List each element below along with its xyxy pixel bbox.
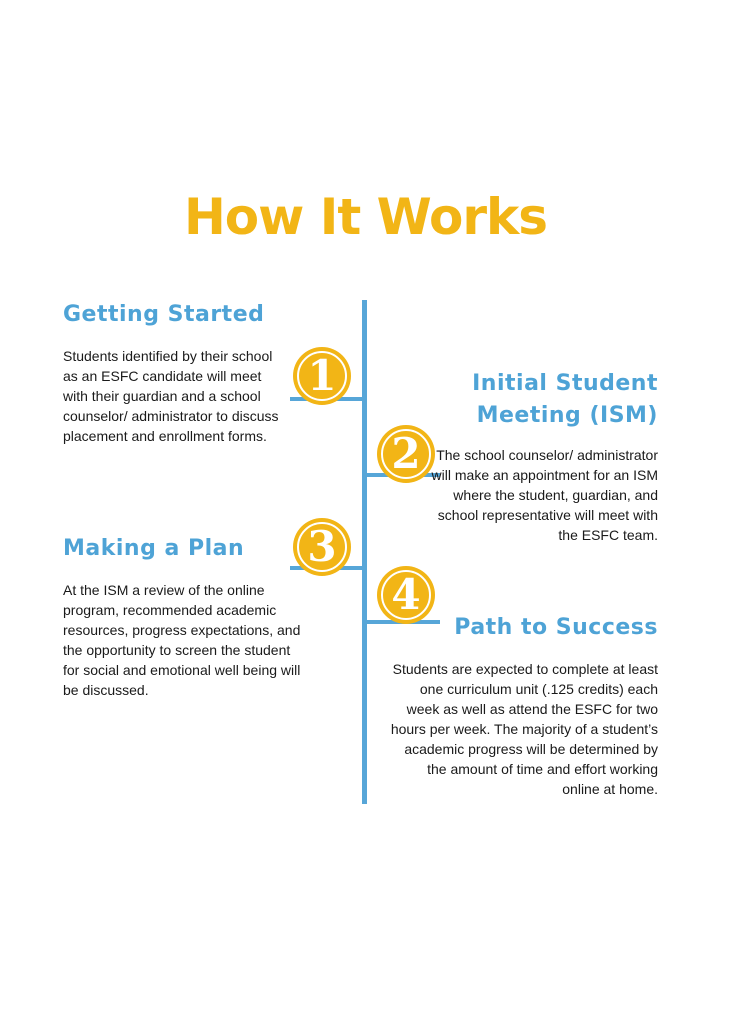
page-title: How It Works — [183, 188, 548, 246]
step-1-number-badge: 1 — [293, 347, 351, 405]
step-4-number: 4 — [391, 570, 421, 619]
step-4-heading: Path to Success — [454, 615, 658, 640]
step-3-number-badge: 3 — [293, 518, 351, 576]
step-1-heading: Getting Started — [63, 302, 265, 327]
step-3-number: 3 — [307, 522, 337, 571]
step-1-number: 1 — [307, 351, 337, 400]
step-2-body: The school counselor/ administrator will… — [431, 447, 658, 543]
timeline-line — [362, 300, 367, 804]
step-4-body: Students are expected to complete at lea… — [390, 661, 658, 797]
step-3-heading: Making a Plan — [63, 536, 245, 561]
step-2-number-badge: 2 — [377, 425, 435, 483]
step-4-number-badge: 4 — [377, 566, 435, 624]
step-1-body: Students identified by their school as a… — [63, 348, 279, 444]
step-3-body: At the ISM a review of the online progra… — [63, 582, 301, 698]
step-2-heading: Initial Student Meeting (ISM) — [472, 371, 658, 428]
step-2-number: 2 — [391, 429, 421, 478]
